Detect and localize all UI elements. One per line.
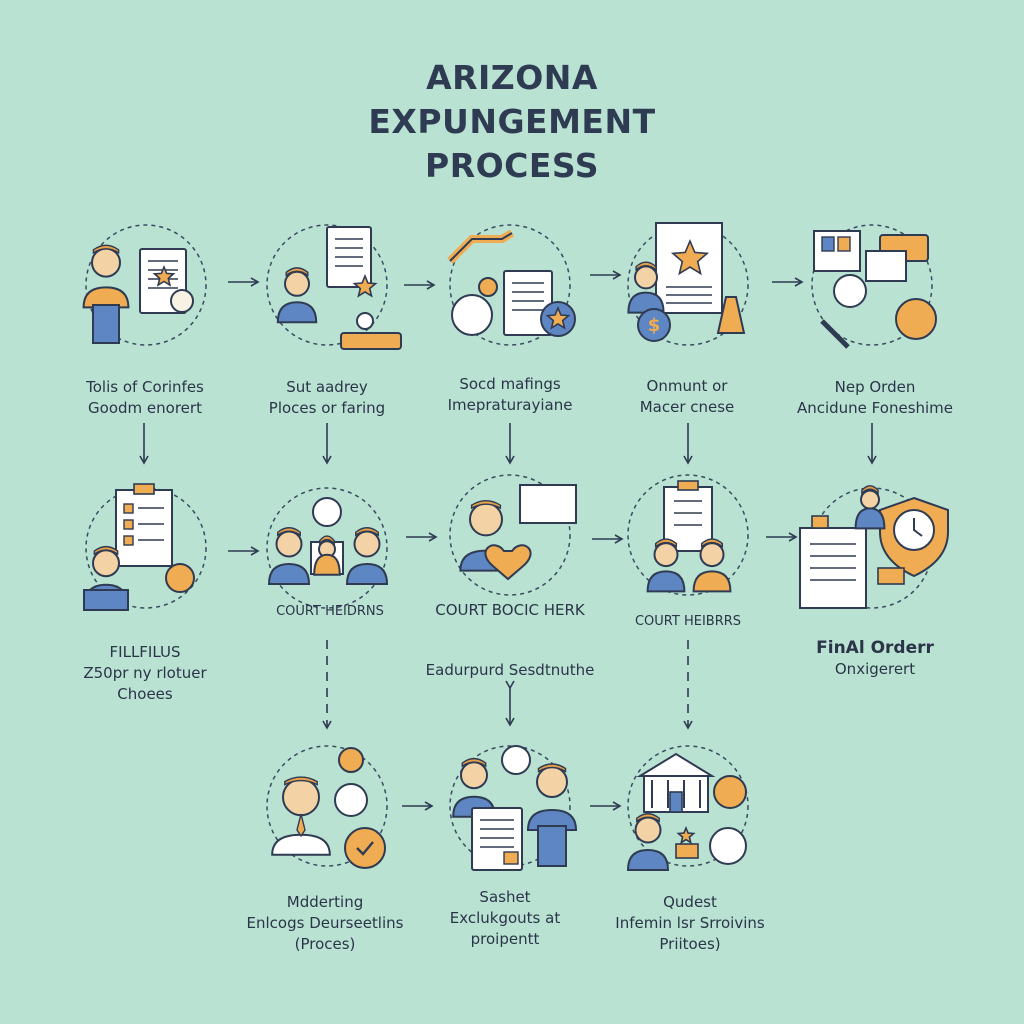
- step-1-label-line-2: Goodm enorert: [88, 399, 202, 417]
- court-clerk-icon: [449, 474, 577, 596]
- step-1-label-line-1: Tolis of Corinfes: [86, 378, 204, 396]
- two-people-document-icon: [449, 745, 578, 871]
- step-11-label: Mdderting Enlcogs Deurseetlins (Proces): [220, 892, 430, 955]
- certificate-fees-icon: $: [627, 222, 749, 346]
- step-7-label-line-1: COURT HEIDRNS: [276, 604, 384, 619]
- courthouse-icon: [626, 745, 749, 871]
- step-13-label-line-2: Infemin lsr Srroivins: [615, 914, 765, 932]
- step-5-ring: [811, 224, 933, 346]
- page-title: ARIZONA EXPUNGEMENT PROCESS: [0, 56, 1024, 188]
- step-10-label-line-2: Onxigerert: [834, 660, 916, 678]
- step-11-label-line-2: Enlcogs Deurseetlins: [246, 914, 404, 932]
- step-9-ring: [627, 474, 749, 596]
- step-7-label: COURT HEIDRNS: [225, 601, 435, 622]
- step-3-label: Socd mafings Imepraturayiane: [405, 374, 615, 416]
- final-order-shield-icon: [799, 485, 949, 609]
- step-10-label: FinAl Orderr Onxigerert: [765, 638, 985, 680]
- step-8-ring: [449, 474, 571, 596]
- step-6-label-line-2: Z50pr ny rlotuer: [83, 664, 207, 682]
- step-6-label-line-1: FILLFILUS: [109, 643, 181, 661]
- step-5-label-line-1: Nep Orden: [834, 378, 916, 396]
- person-document-star-icon: [82, 224, 207, 346]
- meeting-person-icon: [266, 745, 388, 869]
- mid-note-text: Eadurpurd Sesdtnuthe: [425, 661, 595, 679]
- step-3-label-line-1: Socd mafings: [459, 375, 561, 393]
- step-12-label-line-1: Sashet: [479, 888, 531, 906]
- title-line-2: EXPUNGEMENT: [368, 102, 656, 141]
- step-4-label: Onmunt or Macer cnese: [582, 376, 792, 418]
- step-4-label-line-1: Onmunt or: [646, 377, 728, 395]
- step-5-label-line-2: Ancidune Foneshime: [796, 399, 954, 417]
- court-hearing-people-icon: [266, 487, 389, 609]
- step-1-label: Tolis of Corinfes Goodm enorert: [40, 377, 250, 419]
- step-2-ring: [266, 224, 388, 346]
- step-13-ring: [627, 745, 749, 867]
- svg-text:$: $: [648, 315, 661, 336]
- filing-checklist-icon: [83, 483, 207, 611]
- support-agent-icon: [266, 224, 402, 350]
- step-8-label-line-1: COURT BOCIC HERK: [435, 601, 585, 619]
- step-6-label-line-3: Choees: [117, 685, 173, 703]
- step-13-label: Qudest Infemin lsr Srroivins Priitoes): [585, 892, 795, 955]
- step-3-ring: [449, 224, 571, 346]
- step-6-label: FILLFILUS Z50pr ny rlotuer Choees: [40, 642, 250, 705]
- step-11-label-line-3: (Proces): [294, 935, 356, 953]
- step-7-ring: [266, 487, 388, 609]
- step-1-ring: [85, 224, 207, 346]
- step-2-label-line-1: Sut aadrey: [286, 378, 368, 396]
- hearing-clipboard-icon: [627, 474, 749, 596]
- step-11-label-line-1: Mdderting: [286, 893, 364, 911]
- step-9-label: COURT HEIBRRS: [583, 611, 793, 632]
- step-8-label: COURT BOCIC HERK: [405, 600, 615, 621]
- step-12-ring: [449, 745, 571, 867]
- step-2-label: Sut aadrey Ploces or faring: [222, 377, 432, 419]
- step-3-label-line-2: Imepraturayiane: [447, 396, 573, 414]
- step-12-label-line-3: proipentt: [470, 930, 540, 948]
- step-10-label-line-1: FinAl Orderr: [816, 638, 934, 658]
- documents-star-icon: [447, 224, 576, 346]
- step-11-ring: [266, 745, 388, 867]
- step-2-label-line-2: Ploces or faring: [268, 399, 386, 417]
- mid-note: Eadurpurd Sesdtnuthe: [405, 660, 615, 681]
- step-9-label-line-1: COURT HEIBRRS: [634, 614, 742, 629]
- title-line-3: PROCESS: [425, 146, 599, 185]
- step-13-label-line-1: Qudest: [663, 893, 717, 911]
- notice-board-icon: [811, 224, 937, 349]
- title-line-1: ARIZONA: [426, 58, 598, 97]
- step-12-label: Sashet Exclukgouts at proipentt: [400, 887, 610, 950]
- step-5-label: Nep Orden Ancidune Foneshime: [760, 377, 990, 419]
- step-4-label-line-2: Macer cnese: [639, 398, 735, 416]
- step-13-label-line-3: Priitoes): [659, 935, 721, 953]
- step-12-label-line-2: Exclukgouts at: [449, 909, 561, 927]
